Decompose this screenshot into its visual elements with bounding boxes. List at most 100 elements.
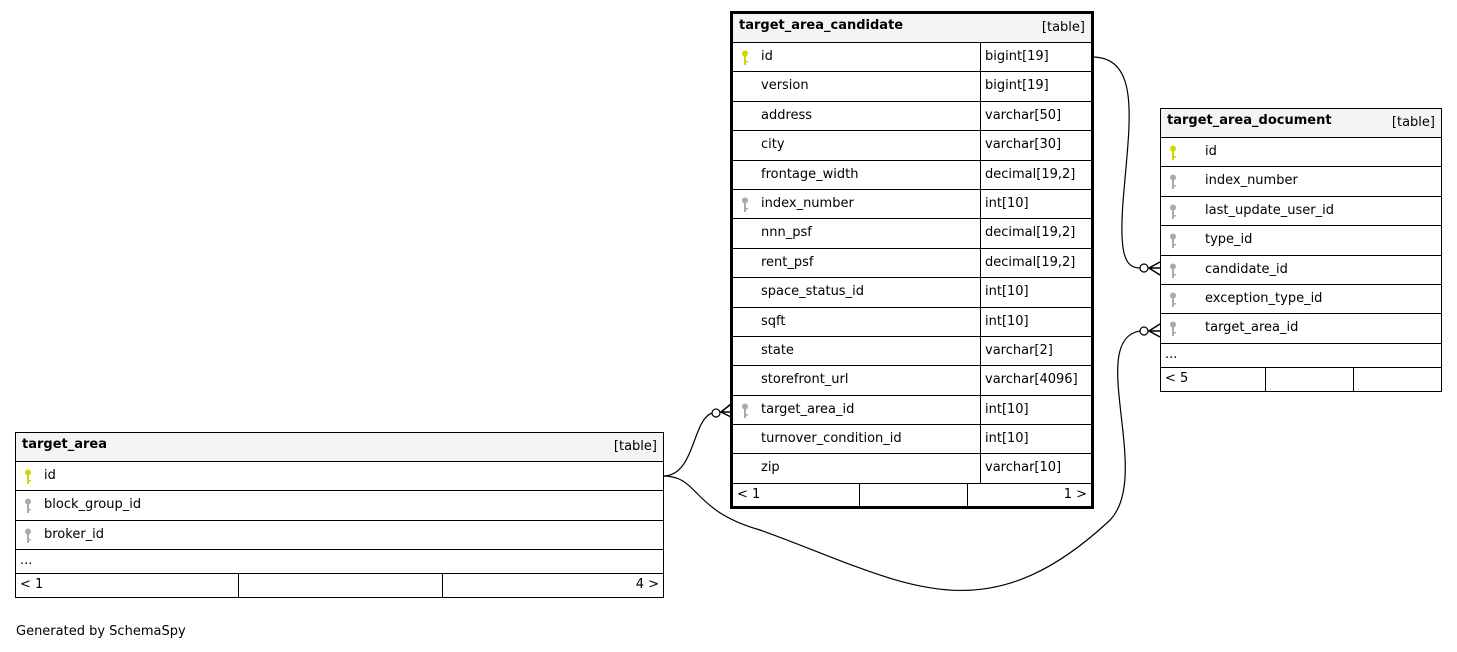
column-type: varchar[50] xyxy=(985,107,1062,123)
primary-key-icon xyxy=(741,50,749,66)
column-type: int[10] xyxy=(985,284,1029,300)
parent-count: < 5 xyxy=(1165,370,1189,386)
primary-key-icon xyxy=(1169,145,1177,161)
column-row[interactable]: last_update_user_id xyxy=(1161,197,1441,227)
column-name: id xyxy=(44,468,56,483)
column-row[interactable]: target_area_id xyxy=(1161,314,1441,344)
child-count: 4 > xyxy=(635,577,659,593)
column-type-cell: varchar[50] xyxy=(980,101,1061,131)
column-type-cell: decimal[19,2] xyxy=(980,160,1075,189)
column-name: storefront_url xyxy=(761,372,849,388)
column-type: int[10] xyxy=(985,401,1029,417)
crowfoot-optional-icon xyxy=(711,408,721,418)
edge-area-to-candidate xyxy=(662,412,713,477)
column-name: target_area_id xyxy=(1205,320,1299,336)
column-type: varchar[4096] xyxy=(985,372,1078,388)
column-name: index_number xyxy=(761,195,854,211)
index-key-icon xyxy=(1169,263,1177,279)
edge-area-to-document xyxy=(662,330,1141,592)
column-type: varchar[2] xyxy=(985,342,1053,358)
column-row[interactable]: candidate_id xyxy=(1161,256,1441,285)
column-row[interactable]: index_number int[10] xyxy=(733,189,1091,220)
column-row[interactable]: index_number xyxy=(1161,167,1441,197)
crowfoot-optional-icon xyxy=(1139,263,1149,273)
crowfoot-icon xyxy=(719,403,732,418)
column-name: block_group_id xyxy=(44,497,142,513)
table-name: target_area_candidate xyxy=(739,18,904,33)
column-name: target_area_id xyxy=(761,401,855,417)
table-kind: [table] xyxy=(1391,115,1435,130)
index-key-icon xyxy=(24,498,32,514)
column-name: index_number xyxy=(1205,173,1298,189)
column-name: rent_psf xyxy=(761,254,814,270)
column-name: sqft xyxy=(761,313,786,329)
column-name: candidate_id xyxy=(1205,261,1288,277)
table-footer: < 1 4 > xyxy=(16,574,663,599)
index-key-icon xyxy=(1169,292,1177,308)
child-count: 1 > xyxy=(1063,486,1087,502)
column-type-cell: bigint[19] xyxy=(980,43,1049,72)
column-row[interactable]: broker_id xyxy=(16,521,663,551)
table-header: target_area_candidate [table] xyxy=(733,14,1091,43)
table-target-area-document[interactable]: target_area_document [table] id index_num… xyxy=(1160,108,1442,392)
column-name: last_update_user_id xyxy=(1205,202,1334,218)
table-footer: < 1 1 > xyxy=(733,483,1091,508)
column-type-cell: varchar[10] xyxy=(980,454,1061,483)
crowfoot-icon xyxy=(1147,323,1161,338)
column-row[interactable]: id xyxy=(1161,138,1441,168)
column-row[interactable]: id xyxy=(16,462,663,492)
column-name: type_id xyxy=(1205,232,1253,248)
column-type: int[10] xyxy=(985,313,1029,329)
column-row[interactable]: address varchar[50] xyxy=(733,101,1091,132)
table-target-area-candidate[interactable]: target_area_candidate [table] id bigint[1… xyxy=(730,11,1094,509)
column-name: turnover_condition_id xyxy=(761,431,902,447)
table-header: target_area_document [table] xyxy=(1161,109,1441,138)
column-type-cell: varchar[4096] xyxy=(980,366,1078,395)
column-name: frontage_width xyxy=(761,166,859,182)
column-row[interactable]: turnover_condition_id int[10] xyxy=(733,425,1091,455)
more-columns: ... xyxy=(16,550,663,575)
table-name: target_area xyxy=(22,437,108,452)
column-row[interactable]: id bigint[19] xyxy=(733,43,1091,73)
column-type-cell: decimal[19,2] xyxy=(980,248,1075,278)
table-kind: [table] xyxy=(613,439,657,454)
column-type: int[10] xyxy=(985,431,1029,447)
column-type-cell: int[10] xyxy=(980,307,1029,336)
column-row[interactable]: type_id xyxy=(1161,226,1441,256)
column-type-cell: varchar[30] xyxy=(980,131,1061,160)
column-type-cell: int[10] xyxy=(980,189,1029,219)
column-row[interactable]: target_area_id int[10] xyxy=(733,395,1091,426)
column-type: varchar[10] xyxy=(985,460,1062,476)
column-row[interactable]: exception_type_id xyxy=(1161,285,1441,315)
column-name: id xyxy=(761,49,773,64)
generated-by-label: Generated by SchemaSpy xyxy=(16,624,186,639)
parent-count: < 1 xyxy=(20,577,44,593)
column-name: address xyxy=(761,107,813,123)
table-footer: < 5 xyxy=(1161,367,1441,392)
column-type: bigint[19] xyxy=(985,78,1049,94)
column-row[interactable]: storefront_url varchar[4096] xyxy=(733,366,1091,396)
index-key-icon xyxy=(1169,174,1177,190)
crowfoot-icon xyxy=(1147,261,1161,276)
table-kind: [table] xyxy=(1041,20,1085,35)
column-row[interactable]: block_group_id xyxy=(16,491,663,521)
column-row[interactable]: sqft int[10] xyxy=(733,307,1091,337)
column-name: space_status_id xyxy=(761,284,864,300)
column-row[interactable]: space_status_id int[10] xyxy=(733,278,1091,308)
column-name: city xyxy=(761,137,785,153)
column-name: nnn_psf xyxy=(761,225,812,241)
column-name: broker_id xyxy=(44,526,105,542)
index-key-icon xyxy=(1169,321,1177,337)
column-type-cell: varchar[2] xyxy=(980,336,1053,366)
column-row[interactable]: city varchar[30] xyxy=(733,131,1091,161)
column-row[interactable]: frontage_width decimal[19,2] xyxy=(733,160,1091,190)
column-type: int[10] xyxy=(985,195,1029,211)
column-row[interactable]: rent_psf decimal[19,2] xyxy=(733,248,1091,279)
column-type: decimal[19,2] xyxy=(985,254,1076,270)
